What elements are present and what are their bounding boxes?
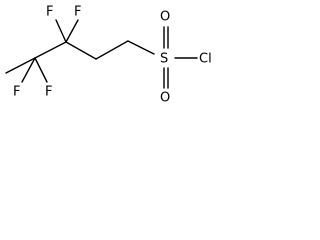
bond-c4-c3 bbox=[34, 41, 67, 59]
atom-cl: Cl bbox=[199, 52, 212, 67]
bond-c4-f-lower-right bbox=[34, 57, 48, 83]
structure-diagram: F F F F S O O Cl bbox=[0, 0, 222, 106]
atom-f-lower-left: F bbox=[13, 85, 20, 100]
bond-c3-c2 bbox=[65, 41, 97, 60]
atom-o-bottom: O bbox=[160, 91, 170, 106]
atom-f-upper-right: F bbox=[74, 5, 81, 20]
atom-f-lower-right: F bbox=[45, 85, 52, 100]
atom-f-upper-left: F bbox=[46, 5, 53, 20]
bond-ch3-c4 bbox=[5, 57, 36, 74]
bond-c3-f-upper-left bbox=[55, 19, 67, 43]
bond-c3-f-upper-right bbox=[65, 19, 79, 43]
atom-s: S bbox=[160, 52, 168, 67]
bond-c4-f-lower-left bbox=[21, 57, 36, 83]
bond-c1-s bbox=[127, 40, 155, 55]
atom-o-top: O bbox=[160, 10, 170, 25]
molecule-canvas: F F F F S O O Cl bbox=[5, 5, 212, 106]
bond-c2-c1 bbox=[95, 40, 129, 60]
